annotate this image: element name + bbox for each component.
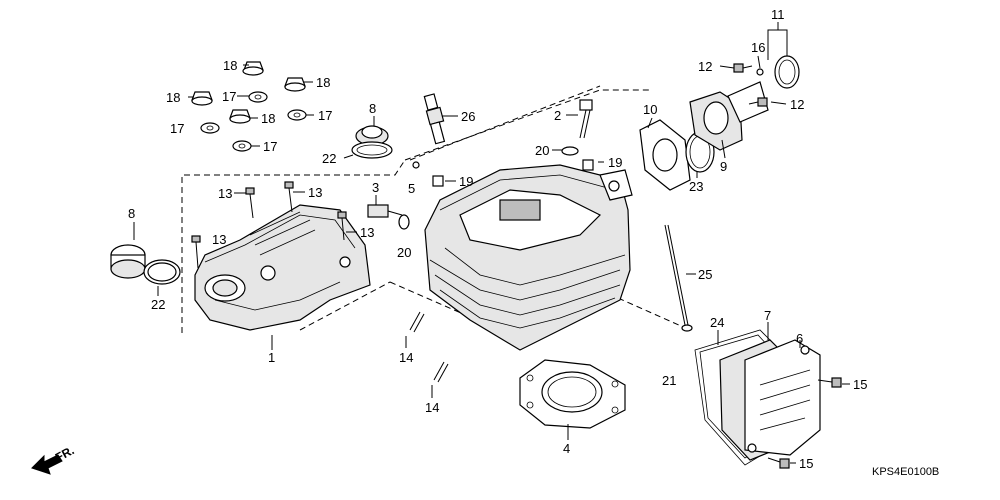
label-24: 24 (710, 315, 724, 330)
label-14: 14 (399, 350, 413, 365)
dowel-pins[interactable] (409, 311, 449, 383)
fitting-3[interactable] (367, 204, 403, 218)
cylinder-head[interactable] (424, 164, 633, 351)
label-13: 13 (360, 225, 374, 240)
label-8: 8 (369, 101, 376, 116)
nuts-and-washers[interactable] (191, 61, 307, 152)
label-22: 22 (322, 151, 336, 166)
label-25: 25 (698, 267, 712, 282)
label-17: 17 (263, 139, 277, 154)
label-23: 23 (689, 179, 703, 194)
insulator-gasket-10[interactable] (639, 119, 691, 191)
label-10: 10 (643, 102, 657, 117)
cylinder-head-cover[interactable] (194, 204, 371, 331)
front-direction-arrow: FR. (31, 443, 76, 475)
label-5: 5 (408, 181, 415, 196)
label-1: 1 (268, 350, 275, 365)
label-12: 12 (790, 97, 804, 112)
label-12: 12 (698, 59, 712, 74)
label-6: 6 (796, 331, 803, 346)
label-17: 17 (222, 89, 236, 104)
label-18: 18 (261, 111, 275, 126)
label-13: 13 (308, 185, 322, 200)
label-20: 20 (397, 245, 411, 260)
label-15: 15 (799, 456, 813, 471)
diagram-code: KPS4E0100B (872, 466, 939, 478)
label-7: 7 (764, 308, 771, 323)
bolts-13[interactable] (191, 181, 347, 269)
filler-cap-left[interactable] (110, 244, 181, 285)
label-13: 13 (218, 186, 232, 201)
label-26: 26 (461, 109, 475, 124)
label-18: 18 (316, 75, 330, 90)
clamp-11[interactable] (774, 55, 800, 89)
label-21: 21 (662, 373, 676, 388)
label-19: 19 (459, 174, 473, 189)
label-3: 3 (372, 180, 379, 195)
stud-bolt-2[interactable] (579, 99, 593, 139)
label-19: 19 (608, 155, 622, 170)
label-11: 11 (771, 7, 785, 22)
label-2: 2 (554, 108, 561, 123)
label-17: 17 (318, 108, 332, 123)
screw-16[interactable] (756, 68, 764, 76)
label-22: 22 (151, 297, 165, 312)
side-cover-6[interactable] (744, 339, 821, 456)
label-15: 15 (853, 377, 867, 392)
leader-lines (133, 22, 850, 464)
part-labels: 18 18 18 17 18 17 17 17 8 22 26 2 20 19 … (128, 7, 867, 471)
bolts-15[interactable] (767, 377, 842, 469)
head-gasket[interactable] (519, 359, 626, 429)
intake-pipe-9[interactable] (689, 81, 769, 151)
label-13: 13 (212, 232, 226, 247)
spark-plug[interactable] (423, 93, 446, 145)
label-4: 4 (563, 441, 570, 456)
label-16: 16 (751, 40, 765, 55)
label-20: 20 (535, 143, 549, 158)
label-18: 18 (223, 58, 237, 73)
filler-cap-top[interactable] (351, 125, 393, 159)
small-parts[interactable] (398, 146, 594, 230)
label-9: 9 (720, 159, 727, 174)
stud-bolt-25[interactable] (664, 224, 693, 332)
label-17: 17 (170, 121, 184, 136)
label-8: 8 (128, 206, 135, 221)
label-18: 18 (166, 90, 180, 105)
label-14: 14 (425, 400, 439, 415)
